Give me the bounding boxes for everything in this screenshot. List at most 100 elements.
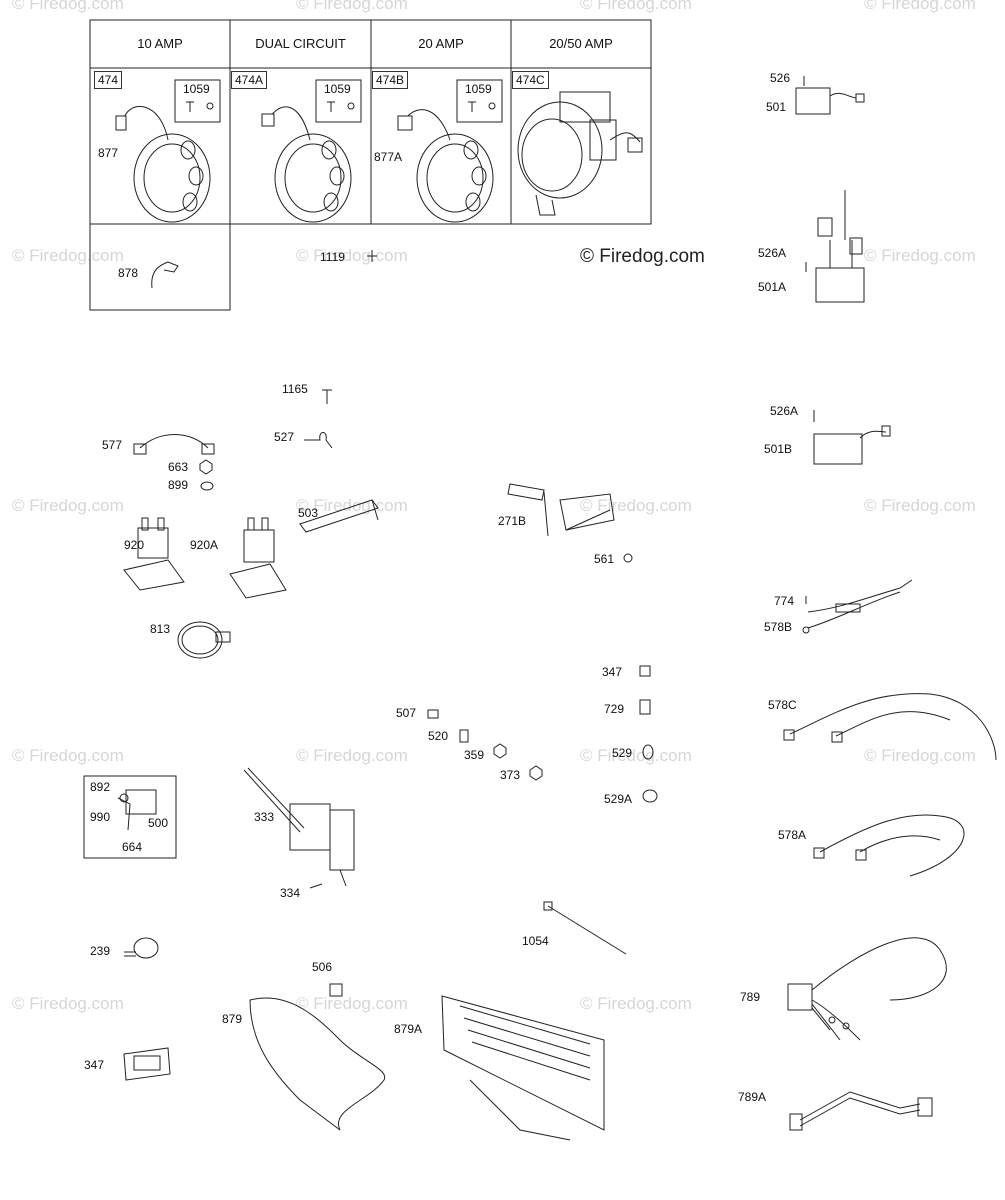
part-label: 507 bbox=[396, 706, 417, 720]
part-label: 503 bbox=[298, 506, 319, 520]
wire-harness-578a-icon bbox=[814, 815, 964, 876]
watermark: © Firedog.com bbox=[580, 994, 692, 1013]
watermark: © Firedog.com bbox=[12, 496, 124, 515]
part-label: 877A bbox=[374, 150, 403, 164]
watermark: © Firedog.com bbox=[296, 246, 408, 265]
screw-icon bbox=[186, 102, 194, 112]
part-label: 878 bbox=[118, 266, 139, 280]
part-label: 663 bbox=[168, 460, 189, 474]
washer-icon bbox=[489, 103, 495, 109]
part-label: 520 bbox=[428, 729, 449, 743]
part-label: 239 bbox=[90, 944, 111, 958]
watermark: © Firedog.com bbox=[296, 0, 408, 13]
regulator-501a-icon bbox=[806, 190, 864, 302]
stator-dual-circuit-icon bbox=[262, 107, 351, 222]
grommet-icon bbox=[643, 745, 653, 759]
tag-474c: 474C bbox=[512, 71, 549, 89]
muffler-guard-879a-icon bbox=[442, 996, 604, 1140]
part-label: 879 bbox=[222, 1012, 243, 1026]
strap-icon bbox=[372, 500, 378, 520]
washer-icon bbox=[348, 103, 354, 109]
watermark: © Firedog.com bbox=[580, 496, 692, 515]
sub-tag-1059: 1059 bbox=[324, 82, 351, 96]
cable-tie-icon bbox=[548, 906, 626, 954]
part-label: 920A bbox=[190, 538, 219, 552]
stator-20amp-icon bbox=[398, 110, 493, 222]
part-label: 578B bbox=[764, 620, 793, 634]
ignition-coil-icon bbox=[244, 768, 354, 886]
ignition-switch-box bbox=[84, 776, 176, 858]
cable-tie-head-icon bbox=[544, 902, 552, 910]
part-label: 1119 bbox=[320, 250, 345, 264]
screw-icon bbox=[310, 884, 322, 888]
tag-474b: 474B bbox=[372, 71, 409, 89]
cable-boot-icon bbox=[202, 444, 214, 454]
watermark: © Firedog.com bbox=[12, 246, 124, 265]
screw-icon bbox=[367, 250, 377, 262]
part-label: 501A bbox=[758, 280, 787, 294]
watermark: © Firedog.com bbox=[296, 496, 408, 515]
part-label: 990 bbox=[90, 810, 111, 824]
part-label: 729 bbox=[604, 702, 625, 716]
part-label: 359 bbox=[464, 748, 485, 762]
part-label: 561 bbox=[594, 552, 615, 566]
part-label: 529A bbox=[604, 792, 633, 806]
part-label: 578A bbox=[778, 828, 807, 842]
watermark: © Firedog.com bbox=[12, 746, 124, 765]
watermark: © Firedog.com bbox=[296, 994, 408, 1013]
screw-icon bbox=[327, 102, 335, 112]
part-label: 879A bbox=[394, 1022, 423, 1036]
header-dual-circuit: DUAL CIRCUIT bbox=[255, 36, 346, 51]
watermark: © Firedog.com bbox=[296, 746, 408, 765]
nut-icon bbox=[624, 554, 632, 562]
part-label: 529 bbox=[612, 746, 633, 760]
wire-harness-578c-icon bbox=[784, 694, 996, 760]
part-label: 899 bbox=[168, 478, 189, 492]
clip-icon bbox=[640, 666, 650, 676]
oil-pressure-switch-icon bbox=[124, 938, 158, 958]
part-label: 333 bbox=[254, 810, 275, 824]
part-label: 506 bbox=[312, 960, 333, 974]
wire-harness-578b-icon bbox=[803, 580, 912, 633]
watermark: © Firedog.com bbox=[864, 746, 976, 765]
part-label: 1165 bbox=[282, 382, 308, 396]
part-label: 789 bbox=[740, 990, 761, 1004]
cable-boot-icon bbox=[134, 444, 146, 454]
part-label: 334 bbox=[280, 886, 301, 900]
washer-icon bbox=[207, 103, 213, 109]
rocker-switch-icon bbox=[124, 1048, 170, 1080]
screw-icon bbox=[468, 102, 476, 112]
solenoid-920a-icon bbox=[230, 518, 286, 598]
hose-clamp-icon bbox=[178, 622, 230, 658]
part-label: 500 bbox=[148, 816, 169, 830]
regulator-501-icon bbox=[796, 76, 864, 114]
screw-icon bbox=[428, 710, 438, 718]
part-label: 526A bbox=[770, 404, 799, 418]
header-20-50amp: 20/50 AMP bbox=[549, 36, 613, 51]
stator-10amp-icon bbox=[116, 106, 210, 222]
part-label: 526 bbox=[770, 71, 791, 85]
part-label: 347 bbox=[602, 665, 623, 679]
part-label: 578C bbox=[768, 698, 797, 712]
nut-icon bbox=[200, 460, 212, 474]
sub-tag-1059: 1059 bbox=[465, 82, 492, 96]
part-label: 1054 bbox=[522, 934, 549, 948]
part-label: 526A bbox=[758, 246, 787, 260]
ground-clip-icon bbox=[152, 262, 178, 288]
tag-474: 474 bbox=[94, 71, 123, 89]
copyright-notice: © Firedog.com bbox=[580, 246, 705, 267]
clamp-icon bbox=[304, 433, 332, 449]
stator-table-frame bbox=[90, 20, 651, 310]
tag-474a: 474A bbox=[231, 71, 268, 89]
bracket-icon bbox=[640, 700, 650, 714]
battery-cable-icon bbox=[140, 435, 208, 449]
bushing-icon bbox=[643, 790, 657, 802]
header-20amp: 20 AMP bbox=[418, 36, 464, 51]
watermark: © Firedog.com bbox=[864, 246, 976, 265]
throttle-control-icon bbox=[508, 484, 614, 536]
part-label: 577 bbox=[102, 438, 123, 452]
part-label: 373 bbox=[500, 768, 521, 782]
part-label: 892 bbox=[90, 780, 111, 794]
wire-harness-789-icon bbox=[788, 938, 946, 1040]
